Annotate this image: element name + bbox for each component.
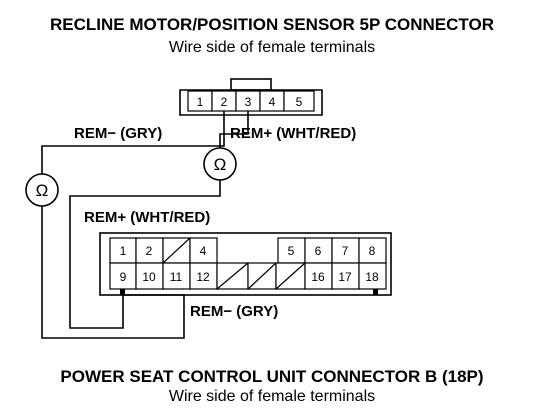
blank-slash	[275, 262, 306, 290]
blank-slash	[247, 262, 277, 290]
ohmmeter-right: Ω	[203, 147, 237, 181]
label-rem-plus-top: REM+ (WHT/RED)	[230, 125, 356, 142]
bottom-pin-label: 17	[338, 270, 352, 284]
bottom-connector: 1 2 4 5 6 7 8 9 10 11 12 16 17 18	[99, 232, 392, 296]
bottom-pin-label: 9	[120, 270, 127, 284]
top-connector: 1 2 3 4 5	[179, 78, 323, 116]
bottom-pin-cell	[331, 262, 360, 290]
label-rem-plus-bottom: REM+ (WHT/RED)	[84, 209, 210, 226]
bottom-pin-cell	[109, 237, 137, 264]
top-connector-title: RECLINE MOTOR/POSITION SENSOR 5P CONNECT…	[50, 15, 494, 34]
ohmmeter-left: Ω	[25, 173, 59, 207]
bottom-pin-label: 8	[369, 244, 376, 258]
top-pin-cell	[283, 90, 315, 112]
blank-slash	[162, 237, 191, 264]
bottom-pin-cell	[109, 262, 137, 290]
ohmmeter-left-circle	[25, 173, 59, 207]
top-pin-label: 2	[221, 95, 228, 109]
bottom-pin-label: 6	[315, 244, 322, 258]
bottom-pin-label: 5	[288, 244, 295, 258]
bottom-pin-label: 1	[120, 244, 127, 258]
wire-whtred-top	[219, 111, 249, 148]
bottom-pin-cell	[162, 262, 191, 290]
label-rem-minus-top: REM− (GRY)	[74, 125, 162, 142]
top-connector-latch	[230, 78, 272, 91]
label-rem-minus-bottom: REM− (GRY)	[190, 303, 278, 320]
bottom-connector-subtitle: Wire side of female terminals	[169, 388, 375, 405]
bottom-pin-label: 16	[311, 270, 325, 284]
bottom-pin-cell	[135, 262, 164, 290]
top-connector-subtitle: Wire side of female terminals	[169, 39, 375, 56]
bottom-pin-label: 12	[196, 270, 210, 284]
pin-stub	[373, 289, 378, 295]
bottom-pin-cell	[358, 262, 387, 290]
bottom-pin-cell	[189, 262, 218, 290]
bottom-pin-cell	[304, 262, 333, 290]
wire-gry-top	[41, 111, 225, 174]
ohm-icon: Ω	[214, 155, 227, 174]
bottom-pin-label: 18	[365, 270, 379, 284]
top-pin-label: 5	[296, 95, 303, 109]
bottom-connector-title: POWER SEAT CONTROL UNIT CONNECTOR B (18P…	[60, 367, 483, 386]
top-pin-label: 4	[269, 95, 276, 109]
top-pin-label: 3	[245, 95, 252, 109]
bottom-pin-label: 10	[142, 270, 156, 284]
wire-gry-bottom	[41, 206, 185, 339]
bottom-pin-label: 2	[146, 244, 153, 258]
pin-stub	[120, 289, 125, 295]
bottom-pin-cell	[135, 237, 164, 264]
top-pin-label: 1	[197, 95, 204, 109]
bottom-pin-label: 4	[200, 244, 207, 258]
blank-slash	[216, 262, 249, 290]
wire-whtred-bottom	[69, 180, 221, 329]
bottom-pin-label: 11	[170, 270, 183, 284]
ohmmeter-right-circle	[203, 147, 237, 181]
ohm-icon: Ω	[36, 181, 49, 200]
bottom-pin-label: 7	[342, 244, 349, 258]
